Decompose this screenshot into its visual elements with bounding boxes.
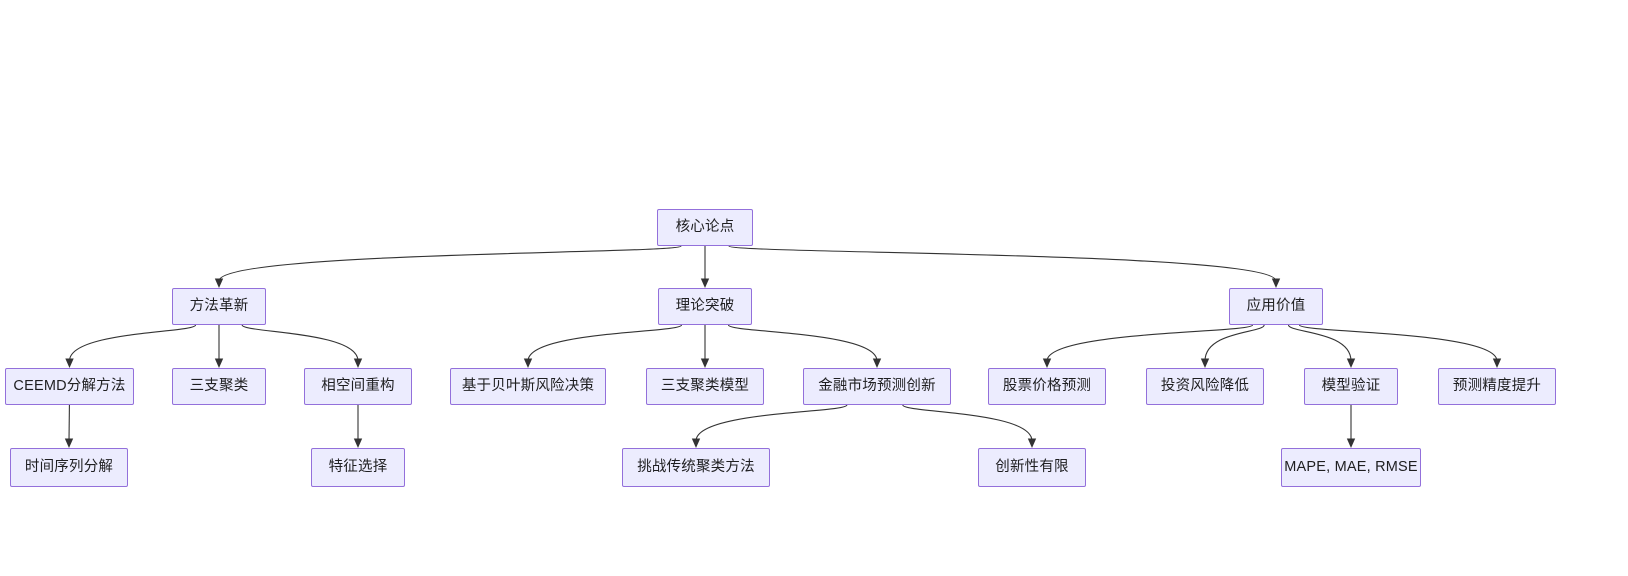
flow-node-n1b[interactable]: 三支聚类 xyxy=(172,368,266,405)
flow-node-n2c1[interactable]: 挑战传统聚类方法 xyxy=(622,448,770,487)
flow-node-label: 投资风险降低 xyxy=(1160,377,1250,394)
flow-node-label: 时间序列分解 xyxy=(24,458,114,475)
flow-node-n3d[interactable]: 预测精度提升 xyxy=(1438,368,1556,405)
flow-node-label: 模型验证 xyxy=(1321,377,1381,394)
flow-node-label: 核心论点 xyxy=(675,218,735,235)
flow-node-label: 相空间重构 xyxy=(321,377,395,394)
flow-node-label: 挑战传统聚类方法 xyxy=(637,458,755,475)
flow-node-n3a[interactable]: 股票价格预测 xyxy=(988,368,1106,405)
flow-node-label: CEEMD分解方法 xyxy=(13,377,126,394)
flow-node-n2a[interactable]: 基于贝叶斯风险决策 xyxy=(450,368,606,405)
flow-node-n1a[interactable]: CEEMD分解方法 xyxy=(5,368,134,405)
flow-node-label: 方法革新 xyxy=(189,297,249,314)
flow-node-n3[interactable]: 应用价值 xyxy=(1229,288,1323,325)
flow-node-label: 理论突破 xyxy=(675,297,735,314)
flow-node-n1[interactable]: 方法革新 xyxy=(172,288,266,325)
flow-node-label: 三支聚类 xyxy=(189,377,249,394)
flow-node-label: 预测精度提升 xyxy=(1452,377,1542,394)
flow-node-n3b[interactable]: 投资风险降低 xyxy=(1146,368,1264,405)
flow-node-n2[interactable]: 理论突破 xyxy=(658,288,752,325)
flow-node-label: 特征选择 xyxy=(328,458,388,475)
flow-node-label: 基于贝叶斯风险决策 xyxy=(461,377,595,394)
flow-node-label: MAPE, MAE, RMSE xyxy=(1284,458,1418,475)
flow-node-n2b[interactable]: 三支聚类模型 xyxy=(646,368,764,405)
flow-node-label: 股票价格预测 xyxy=(1002,377,1092,394)
flow-node-n1c[interactable]: 相空间重构 xyxy=(304,368,412,405)
flow-node-label: 创新性有限 xyxy=(995,458,1069,475)
flow-node-n3c[interactable]: 模型验证 xyxy=(1304,368,1398,405)
flow-node-n2c[interactable]: 金融市场预测创新 xyxy=(803,368,951,405)
flow-node-n2c2[interactable]: 创新性有限 xyxy=(978,448,1086,487)
flow-node-label: 应用价值 xyxy=(1246,297,1306,314)
flow-node-label: 三支聚类模型 xyxy=(660,377,750,394)
flow-node-n1a1[interactable]: 时间序列分解 xyxy=(10,448,128,487)
flow-node-label: 金融市场预测创新 xyxy=(818,377,936,394)
flow-node-n3c1[interactable]: MAPE, MAE, RMSE xyxy=(1281,448,1421,487)
flow-node-root[interactable]: 核心论点 xyxy=(657,209,753,246)
flow-node-n1c1[interactable]: 特征选择 xyxy=(311,448,405,487)
